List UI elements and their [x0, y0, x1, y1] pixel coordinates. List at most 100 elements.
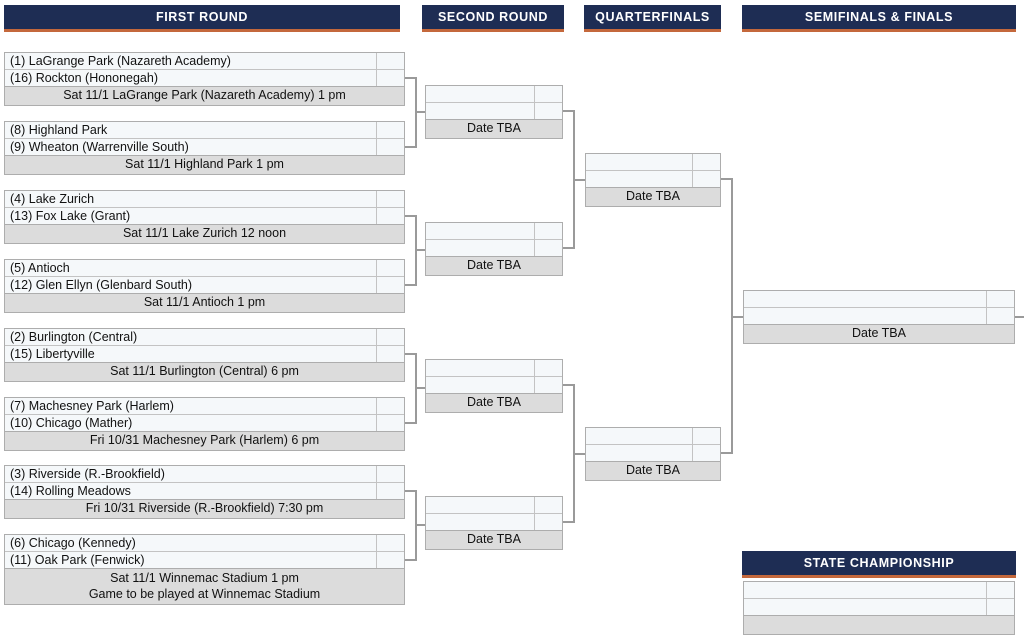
- match-block[interactable]: (7) Machesney Park (Harlem) (10) Chicago…: [4, 397, 405, 451]
- team-name: (5) Antioch: [5, 260, 377, 276]
- match-block[interactable]: Date TBA: [425, 496, 563, 550]
- team-row[interactable]: [426, 360, 562, 377]
- team-row[interactable]: [744, 308, 1014, 325]
- match-block[interactable]: (5) Antioch (12) Glen Ellyn (Glenbard So…: [4, 259, 405, 313]
- round-header-first-round: FIRST ROUND: [4, 5, 400, 32]
- team-row[interactable]: (9) Wheaton (Warrenville South): [5, 139, 404, 156]
- connector-line: [405, 422, 417, 424]
- team-score: [535, 497, 562, 513]
- match-block[interactable]: (1) LaGrange Park (Nazareth Academy) (16…: [4, 52, 405, 106]
- team-row[interactable]: (7) Machesney Park (Harlem): [5, 398, 404, 415]
- team-row[interactable]: (11) Oak Park (Fenwick): [5, 552, 404, 569]
- team-score: [377, 398, 404, 414]
- game-info: Sat 11/1 Burlington (Central) 6 pm: [5, 363, 404, 381]
- team-name: (1) LaGrange Park (Nazareth Academy): [5, 53, 377, 69]
- team-score: [693, 154, 720, 170]
- team-score: [535, 360, 562, 376]
- team-name: [744, 582, 987, 598]
- team-score: [377, 53, 404, 69]
- team-row[interactable]: (15) Libertyville: [5, 346, 404, 363]
- team-name: (4) Lake Zurich: [5, 191, 377, 207]
- team-row[interactable]: (13) Fox Lake (Grant): [5, 208, 404, 225]
- team-score: [377, 277, 404, 293]
- team-score: [693, 445, 720, 461]
- team-name: (16) Rockton (Hononegah): [5, 70, 377, 86]
- team-score: [377, 552, 404, 568]
- team-name: [426, 223, 535, 239]
- match-block[interactable]: Date TBA: [425, 222, 563, 276]
- game-info: Date TBA: [426, 394, 562, 412]
- connector-line: [721, 178, 733, 180]
- match-block[interactable]: (2) Burlington (Central) (15) Libertyvil…: [4, 328, 405, 382]
- team-row[interactable]: (3) Riverside (R.-Brookfield): [5, 466, 404, 483]
- team-score: [987, 308, 1014, 324]
- match-block[interactable]: (8) Highland Park (9) Wheaton (Warrenvil…: [4, 121, 405, 175]
- team-row[interactable]: [426, 377, 562, 394]
- team-row[interactable]: (16) Rockton (Hononegah): [5, 70, 404, 87]
- team-score: [377, 139, 404, 155]
- match-block-state-championship[interactable]: [743, 581, 1015, 635]
- team-score: [377, 415, 404, 431]
- team-row[interactable]: [586, 171, 720, 188]
- team-row[interactable]: [426, 240, 562, 257]
- team-name: [586, 428, 693, 444]
- team-name: [586, 171, 693, 187]
- team-row[interactable]: [744, 582, 1014, 599]
- team-row[interactable]: (5) Antioch: [5, 260, 404, 277]
- connector-line: [415, 111, 425, 113]
- connector-line: [405, 559, 417, 561]
- connector-line: [405, 353, 417, 355]
- team-row[interactable]: (8) Highland Park: [5, 122, 404, 139]
- game-info: Fri 10/31 Machesney Park (Harlem) 6 pm: [5, 432, 404, 450]
- match-block[interactable]: Date TBA: [585, 153, 721, 207]
- team-row[interactable]: [744, 291, 1014, 308]
- connector-line: [721, 452, 733, 454]
- team-score: [377, 329, 404, 345]
- team-score: [377, 70, 404, 86]
- match-block[interactable]: Date TBA: [743, 290, 1015, 344]
- team-score: [987, 599, 1014, 615]
- team-name: (14) Rolling Meadows: [5, 483, 377, 499]
- connector-line: [573, 453, 585, 455]
- team-row[interactable]: [586, 154, 720, 171]
- team-row[interactable]: (4) Lake Zurich: [5, 191, 404, 208]
- team-row[interactable]: (1) LaGrange Park (Nazareth Academy): [5, 53, 404, 70]
- match-block[interactable]: (4) Lake Zurich (13) Fox Lake (Grant) Sa…: [4, 190, 405, 244]
- connector-line: [563, 521, 575, 523]
- match-block[interactable]: Date TBA: [425, 85, 563, 139]
- team-row[interactable]: (2) Burlington (Central): [5, 329, 404, 346]
- team-score: [693, 428, 720, 444]
- team-name: [426, 497, 535, 513]
- team-score: [535, 240, 562, 256]
- team-score: [377, 535, 404, 551]
- team-row[interactable]: (12) Glen Ellyn (Glenbard South): [5, 277, 404, 294]
- team-row[interactable]: [426, 86, 562, 103]
- team-name: [426, 103, 535, 119]
- team-row[interactable]: [426, 514, 562, 531]
- team-row[interactable]: [744, 599, 1014, 616]
- team-score: [535, 86, 562, 102]
- team-name: (2) Burlington (Central): [5, 329, 377, 345]
- connector-line: [563, 247, 575, 249]
- team-row[interactable]: [586, 445, 720, 462]
- game-info: Sat 11/1 Highland Park 1 pm: [5, 156, 404, 174]
- team-name: [586, 445, 693, 461]
- team-name: (13) Fox Lake (Grant): [5, 208, 377, 224]
- team-name: (12) Glen Ellyn (Glenbard South): [5, 277, 377, 293]
- match-block[interactable]: (3) Riverside (R.-Brookfield) (14) Rolli…: [4, 465, 405, 519]
- team-row[interactable]: [426, 103, 562, 120]
- match-block[interactable]: Date TBA: [585, 427, 721, 481]
- team-row[interactable]: (10) Chicago (Mather): [5, 415, 404, 432]
- game-info: Sat 11/1 Lake Zurich 12 noon: [5, 225, 404, 243]
- team-row[interactable]: [426, 223, 562, 240]
- team-score: [377, 122, 404, 138]
- team-row[interactable]: [586, 428, 720, 445]
- game-info: Date TBA: [426, 531, 562, 549]
- team-row[interactable]: [426, 497, 562, 514]
- team-row[interactable]: (6) Chicago (Kennedy): [5, 535, 404, 552]
- team-row[interactable]: (14) Rolling Meadows: [5, 483, 404, 500]
- match-block[interactable]: Date TBA: [425, 359, 563, 413]
- team-name: [426, 514, 535, 530]
- match-block[interactable]: (6) Chicago (Kennedy) (11) Oak Park (Fen…: [4, 534, 405, 605]
- team-score: [535, 377, 562, 393]
